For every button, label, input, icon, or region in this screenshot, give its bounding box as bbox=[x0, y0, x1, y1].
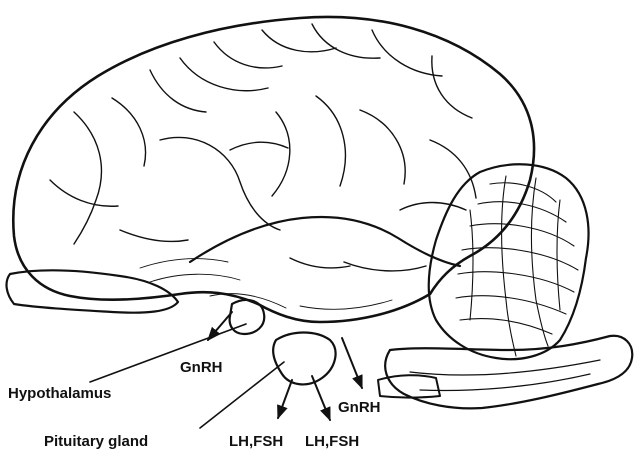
brainstem bbox=[378, 336, 632, 409]
gnrh-right-label: GnRH bbox=[338, 399, 381, 416]
lh-fsh-right-label: LH,FSH bbox=[305, 433, 359, 450]
cerebrum bbox=[13, 17, 534, 322]
lh-fsh-left-label: LH,FSH bbox=[229, 433, 283, 450]
pituitary-gland-label: Pituitary gland bbox=[44, 433, 148, 450]
cerebellum bbox=[429, 164, 589, 359]
hypothalamus-label: Hypothalamus bbox=[8, 385, 111, 402]
gnrh-left-label: GnRH bbox=[180, 359, 223, 376]
annotation-arrows bbox=[90, 312, 362, 428]
pituitary-gland bbox=[230, 300, 336, 384]
